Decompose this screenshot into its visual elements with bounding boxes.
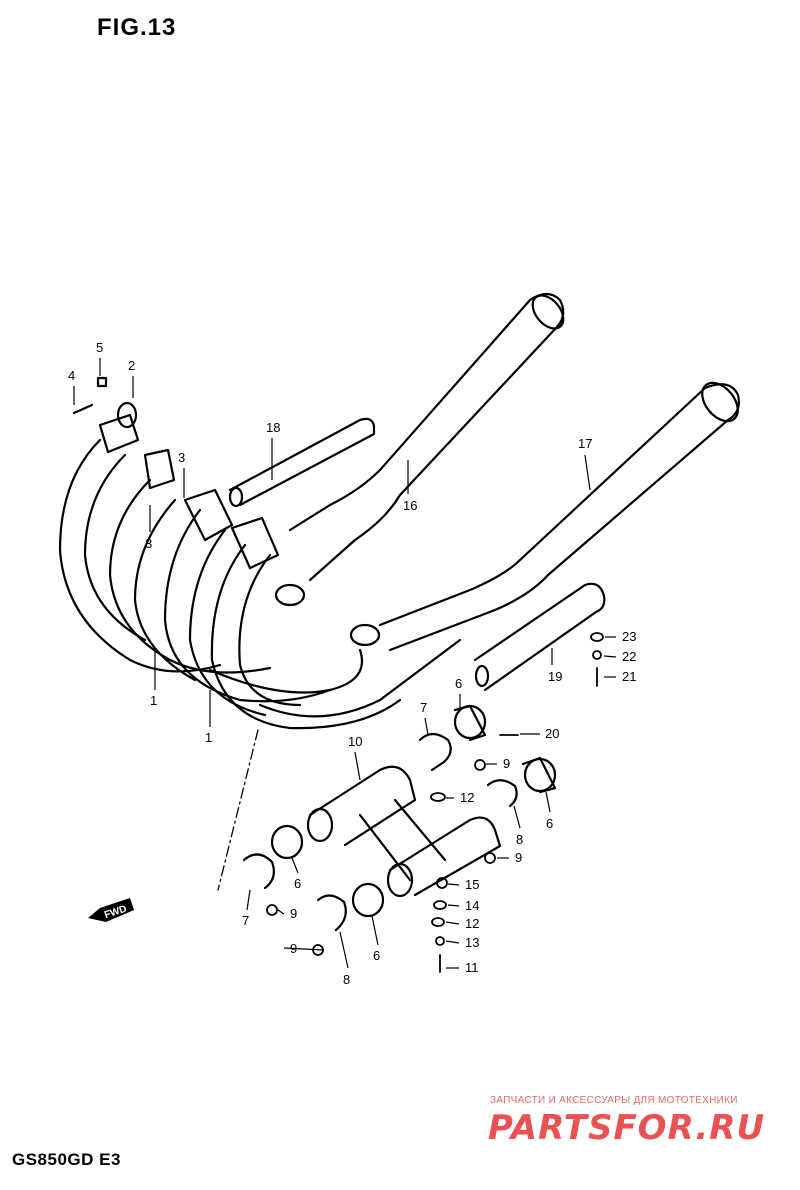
callout-6b: 6 xyxy=(546,816,553,831)
callout-3a: 3 xyxy=(178,450,185,465)
callout-20: 20 xyxy=(545,726,559,741)
callout-13: 13 xyxy=(465,935,479,950)
callout-8b: 8 xyxy=(343,972,350,987)
callout-3b: 3 xyxy=(145,536,152,551)
gasket-bolt-group xyxy=(72,376,138,429)
connector-pipes xyxy=(270,704,557,918)
callout-11: 11 xyxy=(465,960,479,975)
callouts: 1 1 2 3 3 4 5 6 6 6 6 7 7 8 8 9 9 9 9 10… xyxy=(68,340,636,987)
callout-8a: 8 xyxy=(516,832,523,847)
leader-line xyxy=(217,729,259,891)
watermark-logo: PARTSFOR.RU xyxy=(488,1108,766,1148)
callout-17: 17 xyxy=(578,436,592,451)
muffler-right xyxy=(378,381,740,652)
callout-2: 2 xyxy=(128,358,135,373)
callout-1b: 1 xyxy=(205,730,212,745)
muffler-left xyxy=(288,292,565,582)
figure-title: FIG.13 xyxy=(97,14,177,41)
collector xyxy=(306,765,502,898)
callout-leaders xyxy=(73,358,617,969)
callout-18: 18 xyxy=(266,420,280,435)
callout-15: 15 xyxy=(465,877,479,892)
callout-23: 23 xyxy=(622,629,636,644)
callout-12a: 12 xyxy=(460,790,474,805)
callout-9a: 9 xyxy=(503,756,510,771)
callout-7a: 7 xyxy=(420,700,427,715)
callout-9c: 9 xyxy=(290,906,297,921)
model-code: GS850GD E3 xyxy=(12,1150,121,1169)
callout-9b: 9 xyxy=(515,850,522,865)
cross-pipe xyxy=(228,417,376,508)
callout-6c: 6 xyxy=(294,876,301,891)
callout-6d: 6 xyxy=(373,948,380,963)
callout-4: 4 xyxy=(68,368,75,383)
callout-21: 21 xyxy=(622,669,636,684)
fwd-arrow: FWD xyxy=(88,898,134,922)
callout-19: 19 xyxy=(548,669,562,684)
header-pipes xyxy=(58,438,462,730)
callout-7b: 7 xyxy=(242,913,249,928)
watermark-tagline: ЗАПЧАСТИ И АКСЕССУАРЫ ДЛЯ МОТОТЕХНИКИ xyxy=(490,1095,738,1106)
callout-12b: 12 xyxy=(465,916,479,931)
callout-6a: 6 xyxy=(455,676,462,691)
heat-shield xyxy=(473,582,606,692)
callout-14: 14 xyxy=(465,898,479,913)
fasteners xyxy=(266,632,604,973)
callout-22: 22 xyxy=(622,649,636,664)
callout-16: 16 xyxy=(403,498,417,513)
exhaust-inlets xyxy=(98,413,381,647)
callout-1a: 1 xyxy=(150,693,157,708)
callout-5: 5 xyxy=(96,340,103,355)
callout-10: 10 xyxy=(348,734,362,749)
